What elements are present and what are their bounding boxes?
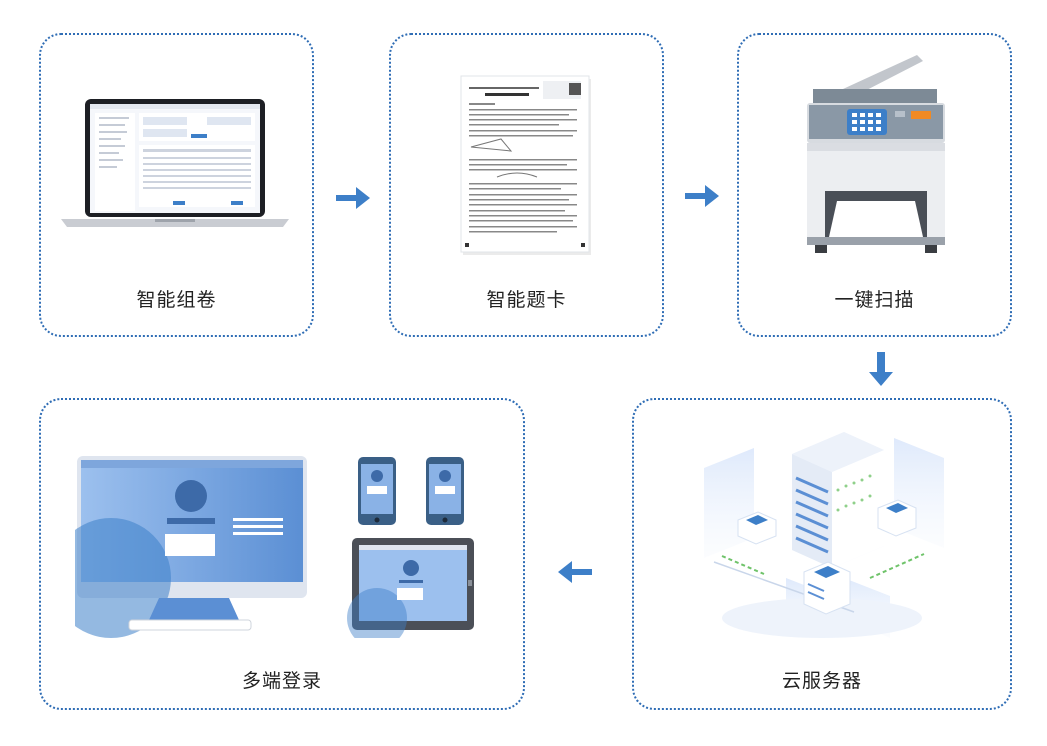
arrow-left-icon [558,561,592,583]
step-box-compose-paper: 智能组卷 [39,33,314,337]
step-label-cloud-server: 云服务器 [781,670,862,692]
step-label-multi-login: 多端登录 [241,670,322,692]
step-box-multi-login: 多端登录 [39,398,525,710]
arrow-right-icon [336,187,370,209]
step-box-cloud-server: 云服务器 [632,398,1012,710]
scanner-printer-icon [807,55,945,253]
laptop-icon [61,99,289,227]
step-label-scan: 一键扫描 [834,289,915,311]
multi-device-icon [75,456,474,638]
arrow-down-icon [869,352,893,386]
step-label-compose-paper: 智能组卷 [136,289,217,311]
cloud-server-icon [704,432,944,638]
step-box-answer-sheet: 智能题卡 [389,33,664,337]
step-box-scan: 一键扫描 [737,33,1012,337]
answer-sheet-icon [460,75,591,255]
step-label-answer-sheet: 智能题卡 [486,289,567,311]
arrow-right-icon [685,185,719,207]
